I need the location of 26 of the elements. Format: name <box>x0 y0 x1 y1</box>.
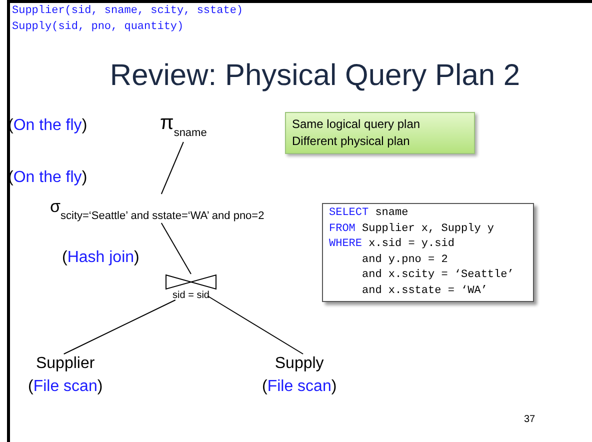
code-line: and x.scity = ‘Seattle’ <box>361 268 515 283</box>
access-method: (File scan) <box>28 377 103 397</box>
code-line: SELECT sname <box>329 206 410 221</box>
tree-edge <box>160 142 184 194</box>
tree-edge <box>63 300 176 354</box>
access-method: (File scan) <box>262 377 337 397</box>
code-line: FROM Supplier x, Supply y <box>329 222 496 236</box>
sql-code-box <box>322 203 534 302</box>
tree-edge <box>207 296 304 354</box>
note-box <box>285 112 475 154</box>
tree-edge <box>160 222 192 274</box>
page-number: 37 <box>524 413 536 427</box>
note-text: Different physical plan <box>292 133 411 150</box>
operator-label: π$_{sname}$ <box>160 113 207 136</box>
slide-title: Review: Physical Query Plan 2 <box>108 58 522 94</box>
schema-definition: Supplier(sid, sname, scity, sstate) <box>12 4 244 19</box>
code-line: and x.sstate = ‘WA’ <box>361 284 488 298</box>
code-line: WHERE x.sid = y.sid <box>329 237 456 252</box>
operator-annotation: (Hash join) <box>62 248 140 268</box>
note-text: Same logical query plan <box>292 116 422 133</box>
code-line: and y.pno = 2 <box>361 252 449 268</box>
join-condition: sid = sid <box>172 290 210 302</box>
operator-label: σ$_{scity=‘Seattle’ and sstate=‘WA’ and pno=2}$ <box>50 198 264 219</box>
relation-name: Supplier <box>36 356 95 372</box>
schema-definition: Supply(sid, pno, quantity) <box>12 20 184 35</box>
relation-name: Supply <box>274 356 324 372</box>
